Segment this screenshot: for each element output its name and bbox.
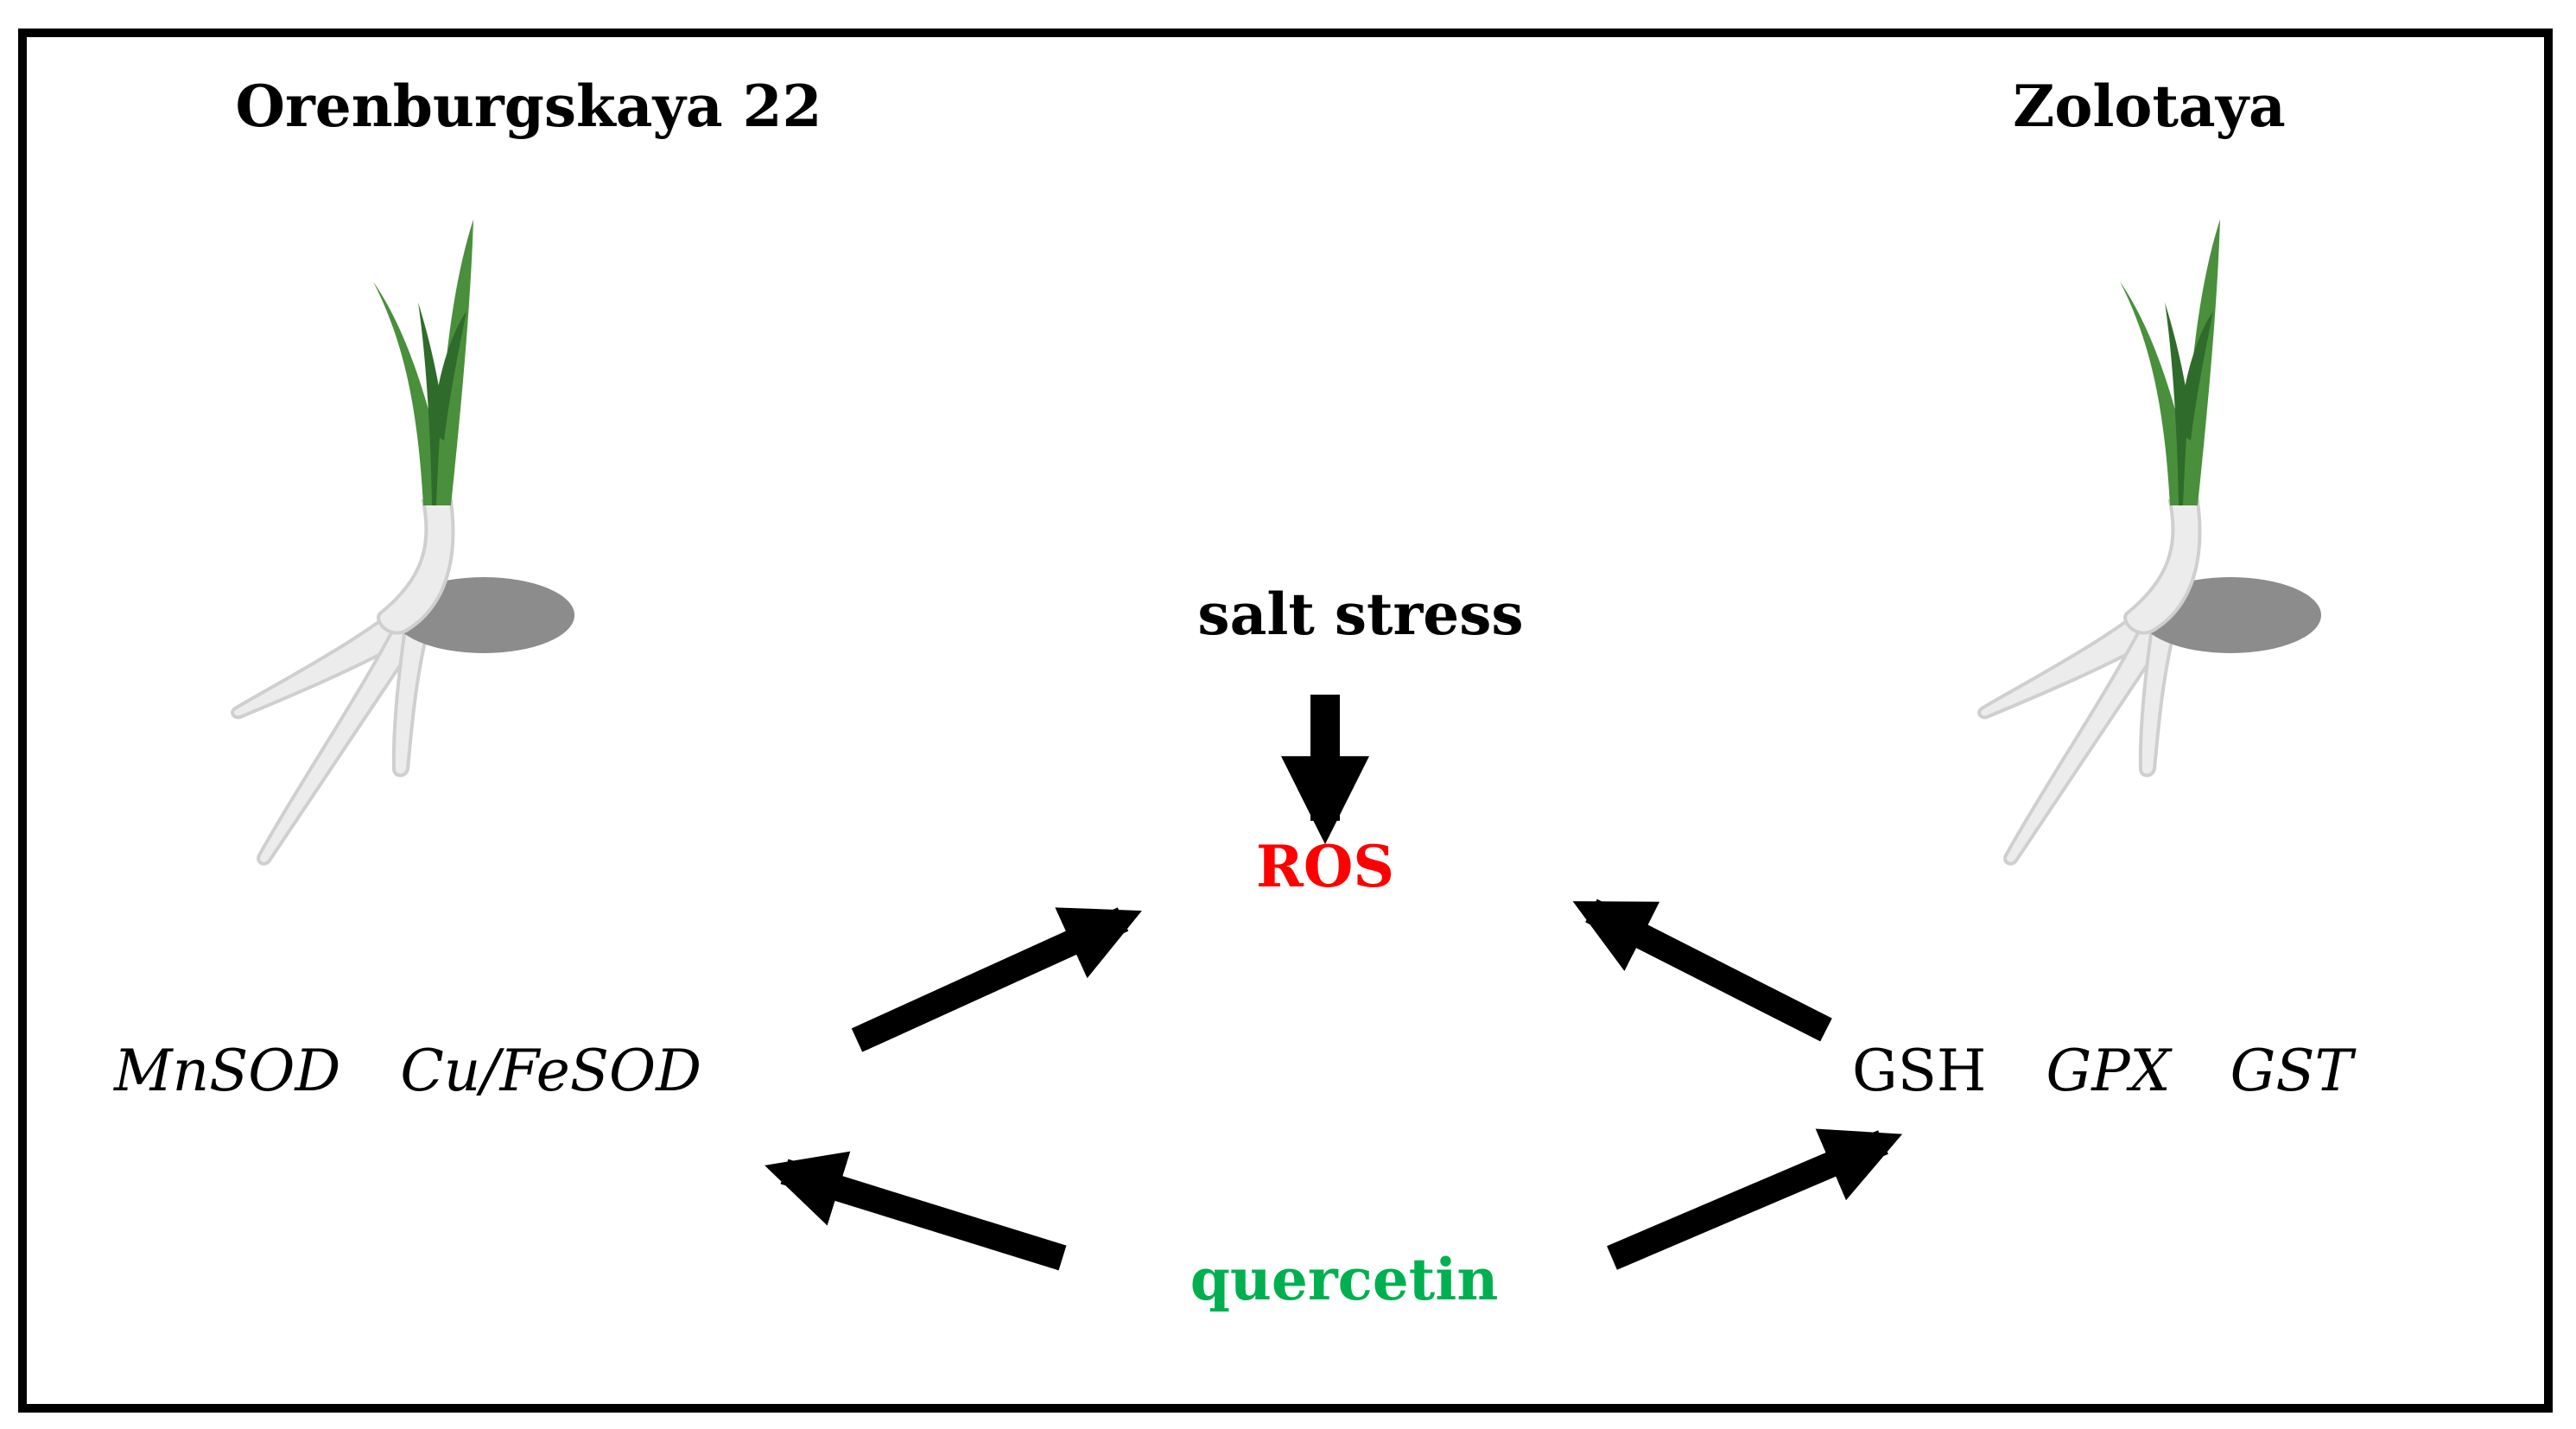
wheat-seedling-icon (231, 218, 576, 866)
enzyme-gst: GST (2230, 1038, 2357, 1104)
enzyme-gpx: GPX (2046, 1038, 2173, 1104)
enzyme-mnsod: MnSOD (113, 1038, 340, 1104)
right-enzyme-group: GSH GPX GST (1852, 1038, 2357, 1104)
arrow-left-enzymes-to-ros (851, 907, 1142, 1052)
metabolite-gsh: GSH (1852, 1038, 1987, 1104)
variety-label-right: Zolotaya (2013, 73, 2286, 140)
quercetin-label: quercetin (1190, 1246, 1499, 1313)
figure-frame (18, 29, 2553, 1413)
arrow-quercetin-to-left-enzymes (765, 1151, 1067, 1271)
enzyme-cufesod: Cu/FeSOD (400, 1038, 701, 1104)
wheat-seedling-icon (1977, 218, 2323, 866)
variety-label-left: Orenburgskaya 22 (236, 73, 822, 140)
arrow-right-group-to-ros (1572, 899, 1832, 1042)
left-enzyme-group: MnSOD Cu/FeSOD (113, 1038, 701, 1104)
ros-label: ROS (1256, 833, 1394, 900)
arrow-quercetin-to-right-group (1607, 1128, 1903, 1270)
salt-stress-label: salt stress (1197, 581, 1523, 648)
